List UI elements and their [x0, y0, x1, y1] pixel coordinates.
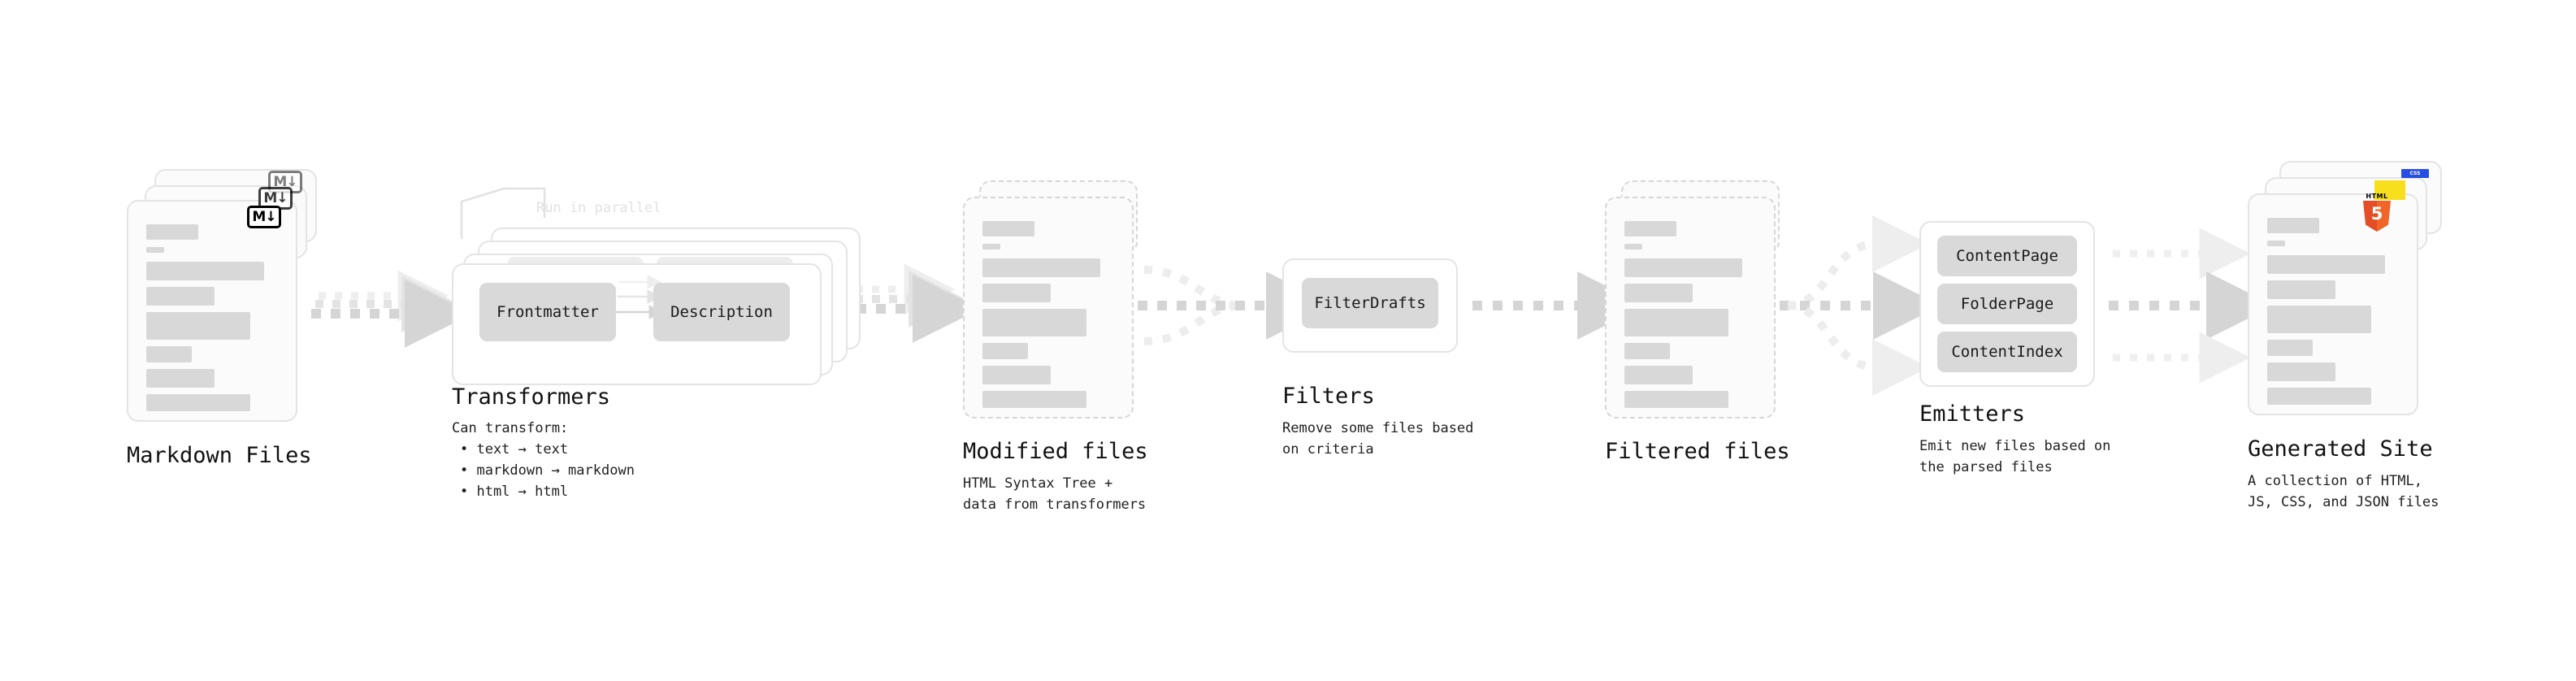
stage-title-modified-files: Modified files — [963, 439, 1148, 464]
skeleton-line — [2267, 362, 2335, 381]
connector-modified-to-filters — [1138, 266, 1334, 345]
stage-title-emitters: Emitters — [1919, 401, 2026, 427]
skeleton-line — [1624, 366, 1693, 384]
filtered-card-front — [1605, 197, 1776, 419]
stage-title-generated-site: Generated Site — [2248, 436, 2433, 462]
skeleton-line — [2267, 255, 2385, 274]
skeleton-line — [982, 284, 1051, 302]
stage-title-markdown-files: Markdown Files — [127, 443, 312, 468]
skeleton-block — [2267, 306, 2371, 333]
site-card-front — [2248, 193, 2418, 415]
skeleton-line — [2267, 388, 2371, 405]
pill-description[interactable]: Description — [653, 283, 790, 341]
pill-contentindex[interactable]: ContentIndex — [1937, 332, 2077, 372]
skeleton-block — [982, 309, 1086, 336]
transformers-bullet-0: • text → text — [460, 441, 569, 458]
skeleton-subtitle — [1624, 244, 1642, 249]
skeleton-title — [146, 224, 198, 240]
stage-desc-filters: Remove some files based on criteria — [1282, 420, 1474, 458]
skeleton-line — [2267, 280, 2335, 299]
skeleton-line — [146, 394, 250, 411]
skeleton-title — [2267, 218, 2319, 233]
pill-folderpage[interactable]: FolderPage — [1937, 284, 2077, 324]
skeleton-title — [1624, 221, 1676, 236]
skeleton-line — [982, 258, 1100, 277]
skeleton-line — [982, 343, 1028, 359]
markdown-card-front — [127, 200, 297, 422]
transformers-bullet-1: • markdown → markdown — [460, 462, 635, 479]
pill-contentpage[interactable]: ContentPage — [1937, 236, 2077, 276]
modified-card-front — [963, 197, 1134, 419]
skeleton-line — [2267, 340, 2313, 356]
skeleton-line — [1624, 258, 1742, 277]
html5-digit: 5 — [2370, 204, 2383, 223]
html5-shield: 5 — [2363, 201, 2391, 232]
stage-desc-transformers: Can transform: — [452, 420, 569, 436]
skeleton-line — [982, 366, 1051, 384]
skeleton-block — [146, 312, 250, 340]
skeleton-line — [1624, 284, 1693, 302]
stage-desc-generated-site: A collection of HTML, JS, CSS, and JSON … — [2248, 473, 2439, 510]
skeleton-block — [1624, 309, 1728, 336]
connector-emitters-to-site — [2109, 228, 2275, 384]
skeleton-line — [146, 369, 215, 388]
stage-title-filters: Filters — [1282, 384, 1375, 409]
js-badge — [2374, 180, 2405, 200]
skeleton-subtitle — [146, 247, 164, 253]
html5-wordmark: HTML — [2366, 193, 2388, 200]
pill-frontmatter[interactable]: Frontmatter — [479, 283, 616, 341]
css-badge: CSS — [2401, 169, 2429, 178]
skeleton-subtitle — [2267, 241, 2285, 246]
stage-desc-modified-files: HTML Syntax Tree + data from transformer… — [963, 475, 1147, 513]
markdown-badge-back: M↓ — [268, 171, 302, 193]
connector-filtered-to-emitters — [1780, 215, 1941, 396]
stage-title-filtered-files: Filtered files — [1605, 439, 1790, 464]
stage-desc-emitters: Emit new files based on the parsed files — [1919, 438, 2111, 475]
skeleton-line — [146, 346, 192, 362]
connector-markdown-to-transformers — [311, 270, 473, 348]
annotation-run-in-parallel: Run in parallel — [536, 200, 661, 216]
transformers-bullet-2: • html → html — [460, 484, 569, 500]
skeleton-line — [146, 262, 264, 280]
stage-generated-site: CSS HTML 5 Generated Site A collection o… — [0, 0, 2442, 510]
skeleton-line — [1624, 343, 1670, 359]
skeleton-line — [1624, 391, 1728, 408]
skeleton-subtitle — [982, 244, 1000, 249]
markdown-badge-front: M↓ — [247, 206, 281, 228]
skeleton-title — [982, 221, 1034, 236]
pill-filterdrafts[interactable]: FilterDrafts — [1302, 278, 1438, 328]
html5-badge: HTML 5 — [2361, 193, 2392, 232]
skeleton-line — [146, 287, 215, 306]
stage-title-transformers: Transformers — [452, 384, 611, 410]
skeleton-line — [982, 391, 1086, 408]
